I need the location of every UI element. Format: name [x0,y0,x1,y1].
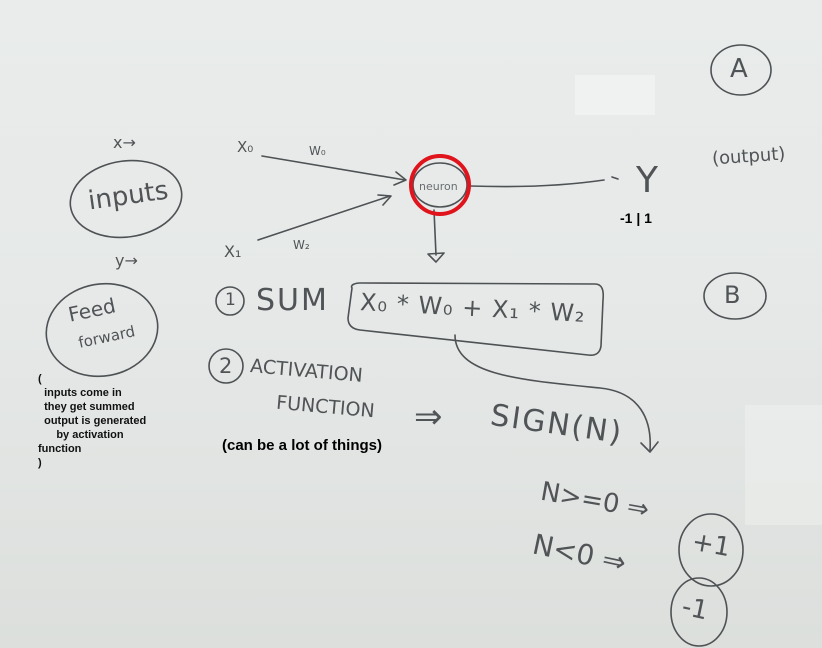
formula-box [347,282,605,356]
neuron-label: neuron [419,180,458,193]
w2-label: W₂ [293,238,310,252]
x0-label: X₀ [237,138,254,156]
glare-patch [745,405,822,525]
x1-label: X₁ [224,242,242,261]
glare-patch [575,75,655,115]
inputs-ellipse [69,159,183,239]
y-arrow-label: y→ [115,251,138,270]
step2-circle [208,348,244,384]
step2-number: 2 [219,354,233,378]
step1-circle [215,286,245,316]
output-range-label: -1 | 1 [620,210,652,226]
implies-arrow: ⇒ [414,397,443,437]
x-arrow-label: x→ [113,133,136,152]
activation-note: (can be a lot of things) [222,437,382,454]
rule-2-result: -1 [679,591,711,627]
down-arrow [433,209,437,256]
minus-one-circle [670,577,728,647]
w0-label: W₀ [309,144,326,158]
circle-b [703,272,767,320]
y-output-label: Y [636,160,658,201]
curve-to-sign [454,334,651,451]
x1-line [257,195,391,241]
feedforward-note: ( inputs come in they get summed output … [38,373,147,469]
circle-b-label: B [724,281,741,309]
circle-a [710,44,772,96]
x1-arrowhead [377,194,392,206]
x0-line [261,155,406,181]
step1-number: 1 [225,290,236,310]
highlight-circle [409,154,471,216]
output-line [469,179,605,188]
x0-arrowhead [393,171,407,186]
step1-label: SUM [256,283,329,318]
plus-one-circle [678,513,744,587]
circle-a-label: A [730,54,748,84]
feedforward-ellipse [45,282,159,378]
output-label: (output) [711,143,787,170]
rule-1-result: +1 [689,526,733,564]
